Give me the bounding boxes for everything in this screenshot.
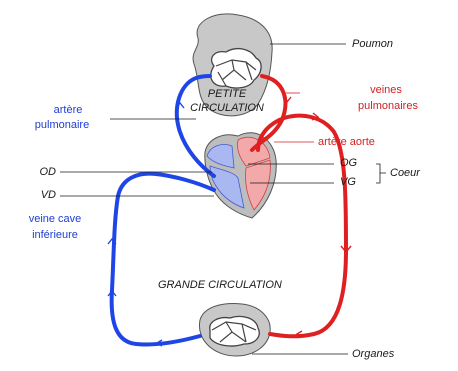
label-pulmonaire: pulmonaire bbox=[14, 119, 110, 132]
label-og: OG bbox=[340, 157, 357, 170]
deoxygenated-circuit bbox=[112, 76, 214, 345]
vena-cava-path bbox=[112, 174, 214, 345]
oxygenated-circuit bbox=[252, 76, 346, 336]
label-artere: artère bbox=[28, 104, 108, 117]
label-od: OD bbox=[20, 166, 56, 179]
label-grande-circulation: GRANDE CIRCULATION bbox=[158, 279, 282, 292]
label-pulmonaires: pulmonaires bbox=[338, 100, 438, 113]
label-inferieure: inférieure bbox=[8, 229, 102, 242]
label-coeur: Coeur bbox=[390, 167, 420, 180]
label-artere-aorte: artère aorte bbox=[318, 136, 375, 149]
label-organes: Organes bbox=[352, 348, 394, 361]
label-petite: PETITE bbox=[182, 88, 272, 101]
label-poumon: Poumon bbox=[352, 38, 393, 51]
label-vg: VG bbox=[340, 176, 356, 189]
label-veine-cave: veine cave bbox=[8, 213, 102, 226]
label-circulation: CIRCULATION bbox=[170, 102, 284, 115]
organ-icon bbox=[199, 304, 270, 356]
label-vd: VD bbox=[20, 189, 56, 202]
label-veines: veines bbox=[346, 84, 426, 97]
